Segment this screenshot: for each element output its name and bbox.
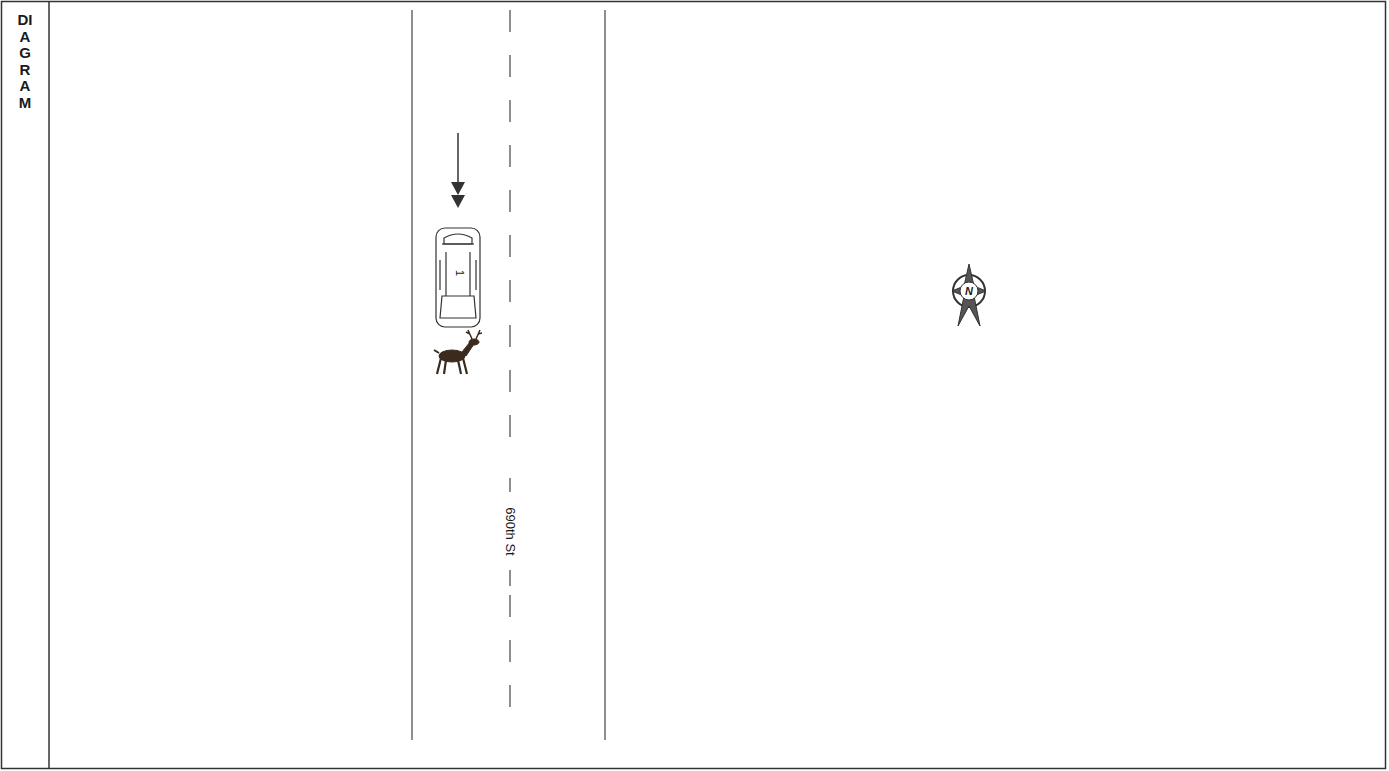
street-leader <box>509 570 510 586</box>
deer-symbol <box>434 330 482 374</box>
street-name: 690th St <box>503 507 518 555</box>
road-edge <box>411 10 412 740</box>
road-edge <box>604 10 605 740</box>
travel-arrow <box>451 133 465 208</box>
callout-number: 1 <box>454 270 466 276</box>
north-arrow <box>952 264 986 326</box>
vehicle <box>436 228 480 327</box>
center-line <box>509 10 510 707</box>
compass-letter: N <box>965 285 973 297</box>
section-title: DIAGRAM <box>18 12 33 111</box>
frame-divider <box>48 2 50 768</box>
street-leader <box>509 478 510 492</box>
